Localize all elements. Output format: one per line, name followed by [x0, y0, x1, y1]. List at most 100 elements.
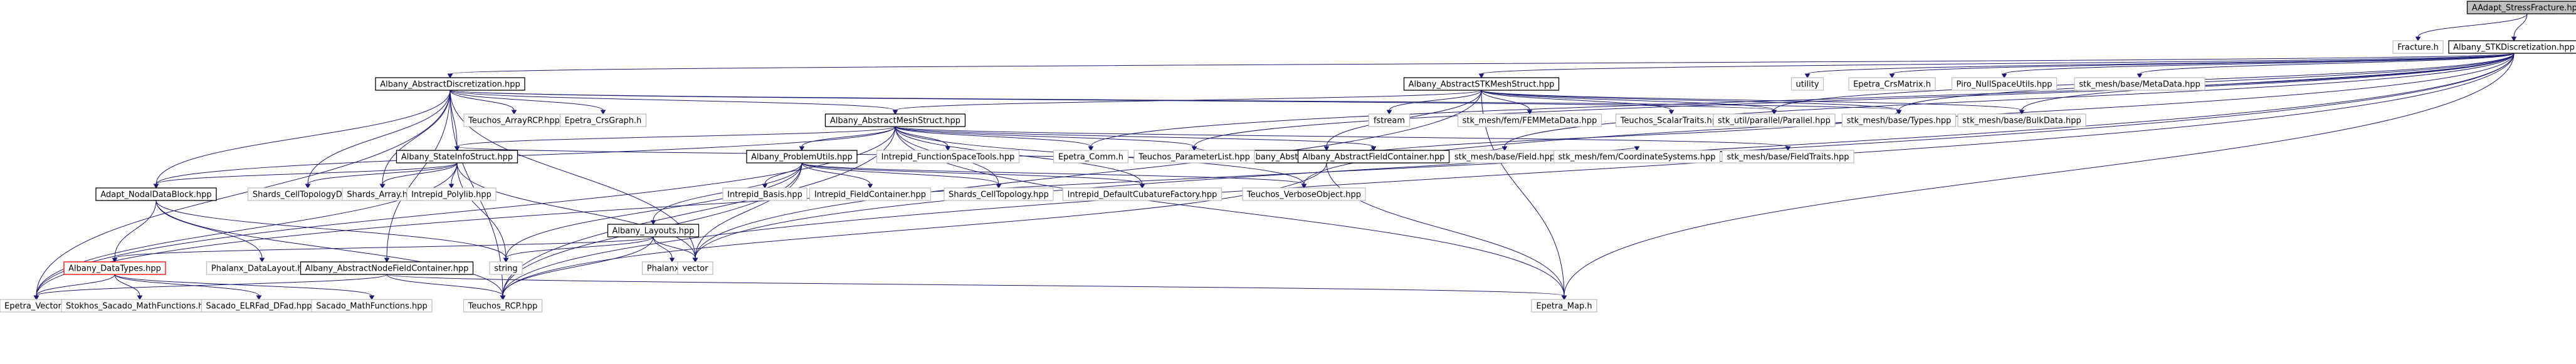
node-label-vector: vector: [682, 264, 708, 274]
node-datatypes[interactable]: Albany_DataTypes.hpp: [63, 261, 166, 275]
node-scalartraits: Teuchos_ScalarTraits.hpp: [1615, 113, 1728, 127]
edge-absstkmesh-to-types: [1481, 90, 1900, 111]
edge-stkdisc-to-epmap: [1564, 53, 2515, 296]
edge-absdisc-to-arrayrcp: [449, 90, 515, 111]
node-absdisc[interactable]: Albany_AbstractDiscretization.hpp: [375, 77, 525, 91]
edge-datatypes-to-epvector: [36, 274, 115, 296]
node-label-fstream: fstream: [1374, 117, 1405, 126]
arrowhead-absdisc-to-crsgraph: [600, 110, 606, 115]
node-celltopo: Shards_CellTopology.hpp: [944, 187, 1054, 201]
node-label-stateinfo: Albany_StateInfoStruct.hpp: [401, 153, 513, 162]
arrowhead-problemutils-to-fieldcont: [867, 184, 873, 189]
node-absstkmesh[interactable]: Albany_AbstractSTKMeshStruct.hpp: [1403, 77, 1560, 91]
arrowhead-absstkmesh-to-absstkfield: [1323, 146, 1330, 151]
node-box-paramlist: [1133, 150, 1255, 164]
edge-absstkmesh-to-scalartraits: [1481, 90, 1672, 111]
edge-absstkmesh-to-femmeta: [1481, 90, 1530, 111]
arrowhead-absstkmesh-to-femmeta: [1527, 110, 1533, 115]
node-crsgraph: Epetra_CrsGraph.h: [559, 113, 647, 127]
node-sacadomath: Sacado_MathFunctions.hpp: [311, 299, 433, 313]
node-celltopodata: Shards_CellTopologyData.h: [247, 187, 369, 201]
node-box-cubature: [1062, 187, 1222, 201]
edge-absmesh-to-comm: [895, 126, 1091, 147]
node-absfield[interactable]: Albany_AbstractFieldContainer.hpp: [1297, 150, 1450, 164]
node-label-parallel: stk_util/parallel/Parallel.hpp: [1718, 117, 1831, 126]
arrowhead-layouts-to-datatypes: [112, 257, 118, 263]
node-arrayrcp: Teuchos_ArrayRCP.hpp: [463, 113, 565, 127]
arrowhead-stkdisc-to-metadata: [2137, 73, 2143, 78]
node-box-stkdisc: [2448, 40, 2576, 54]
edge-stateinfo-to-vector: [456, 162, 696, 259]
node-piro: Piro_NullSpaceUtils.hpp: [1951, 77, 2058, 91]
node-label-femmeta: stk_mesh/fem/FEMMetaData.hpp: [1463, 117, 1597, 126]
edge-problemutils-to-basis: [764, 162, 802, 185]
node-vector: vector: [677, 261, 713, 275]
node-box-absfield: [1297, 150, 1450, 164]
node-label-piro: Piro_NullSpaceUtils.hpp: [1957, 80, 2053, 90]
arrowhead-absdisc-to-absnodefield: [384, 257, 390, 263]
edge-absnodefield-to-rcp: [386, 274, 503, 296]
node-label-basis: Intrepid_Basis.hpp: [727, 190, 802, 200]
node-box-absstkmesh: [1403, 77, 1560, 91]
edge-absdisc-to-epvector: [36, 90, 451, 296]
node-box-absmesh: [824, 113, 966, 127]
node-field: stk_mesh/base/Field.hpp: [1449, 150, 1560, 164]
node-label-phalanxlayout: Phalanx_DataLayout.hpp: [211, 264, 313, 274]
edge-absmesh-to-paramlist: [895, 126, 1195, 147]
edge-stateinfo-to-celltopodata: [307, 162, 458, 185]
arrowhead-stkdisc-to-crsmatrix: [1889, 73, 1895, 78]
arrowhead-absstkmesh-to-bulkdata: [2019, 110, 2025, 115]
node-stkdisc[interactable]: Albany_STKDiscretization.hpp: [2448, 40, 2576, 54]
node-label-shardsarray: Shards_Array.hpp: [347, 190, 418, 200]
arrowhead-absmesh-to-problemutils: [799, 146, 805, 151]
node-label-metadata: stk_mesh/base/MetaData.hpp: [2079, 80, 2200, 90]
node-box-absdisc: [375, 77, 525, 91]
node-box-polylib: [406, 187, 497, 201]
arrowhead-absnodefield-to-epmap: [1561, 295, 1567, 300]
node-box-coordsys: [1553, 150, 1721, 164]
arrowhead-stkdisc-to-utility: [1804, 73, 1811, 78]
node-problemutils[interactable]: Albany_ProblemUtils.hpp: [746, 150, 858, 164]
node-label-stkdisc: Albany_STKDiscretization.hpp: [2453, 43, 2575, 53]
edge-absstkmesh-to-parallel: [1481, 90, 1775, 111]
node-crsmatrix: Epetra_CrsMatrix.h: [1848, 77, 1936, 91]
edge-absdisc-to-celltopodata: [307, 90, 451, 185]
node-fracture: Fracture.h: [2392, 40, 2444, 54]
node-coordsys: stk_mesh/fem/CoordinateSystems.hpp: [1553, 150, 1721, 164]
edge-layouts-to-string: [505, 236, 654, 259]
node-label-absdisc: Albany_AbstractDiscretization.hpp: [380, 80, 520, 90]
node-box-string: [489, 261, 523, 275]
node-comm: Epetra_Comm.h: [1053, 150, 1129, 164]
node-box-crsgraph: [559, 113, 647, 127]
node-stateinfo[interactable]: Albany_StateInfoStruct.hpp: [396, 150, 518, 164]
node-box-layouts: [607, 224, 700, 237]
node-absnodefield[interactable]: Albany_AbstractNodeFieldContainer.hpp: [300, 261, 474, 275]
node-label-polylib: Intrepid_Polylib.hpp: [411, 190, 492, 200]
edge-absdisc-to-absnodefield: [386, 90, 451, 259]
arrowhead-absstkfield-to-stateinfo: [454, 146, 460, 151]
node-box-sacadomath: [311, 299, 433, 313]
node-label-verbose: Teuchos_VerboseObject.hpp: [1246, 190, 1361, 200]
edge-absmesh-to-fieldtraits: [895, 126, 1789, 147]
node-paramlist: Teuchos_ParameterList.hpp: [1133, 150, 1255, 164]
node-label-epvector: Epetra_Vector.h: [4, 302, 68, 311]
node-box-metadata: [2074, 77, 2205, 91]
node-nodal[interactable]: Adapt_NodalDataBlock.hpp: [95, 187, 217, 201]
node-box-stateinfo: [396, 150, 518, 164]
node-box-femmeta: [1457, 113, 1602, 127]
edge-problemutils-to-vector: [695, 162, 802, 259]
node-phalanxlayout: Phalanx_DataLayout.hpp: [206, 261, 318, 275]
edge-nodal-to-rcp: [155, 200, 503, 296]
node-box-celltopo: [944, 187, 1054, 201]
arrowhead-problemutils-to-verbose: [1301, 184, 1307, 189]
node-layouts[interactable]: Albany_Layouts.hpp: [607, 224, 700, 237]
edge-nodal-to-datatypes: [114, 200, 157, 259]
node-box-intfunc: [876, 150, 1020, 164]
edge-stkdisc-to-types: [1898, 53, 2515, 111]
node-label-problemutils: Albany_ProblemUtils.hpp: [751, 153, 853, 162]
arrowhead-datatypes-to-elrfad: [256, 295, 262, 300]
node-fieldcont: Intrepid_FieldContainer.hpp: [809, 187, 932, 201]
node-box-parallel: [1713, 113, 1836, 127]
node-absmesh[interactable]: Albany_AbstractMeshStruct.hpp: [824, 113, 966, 127]
